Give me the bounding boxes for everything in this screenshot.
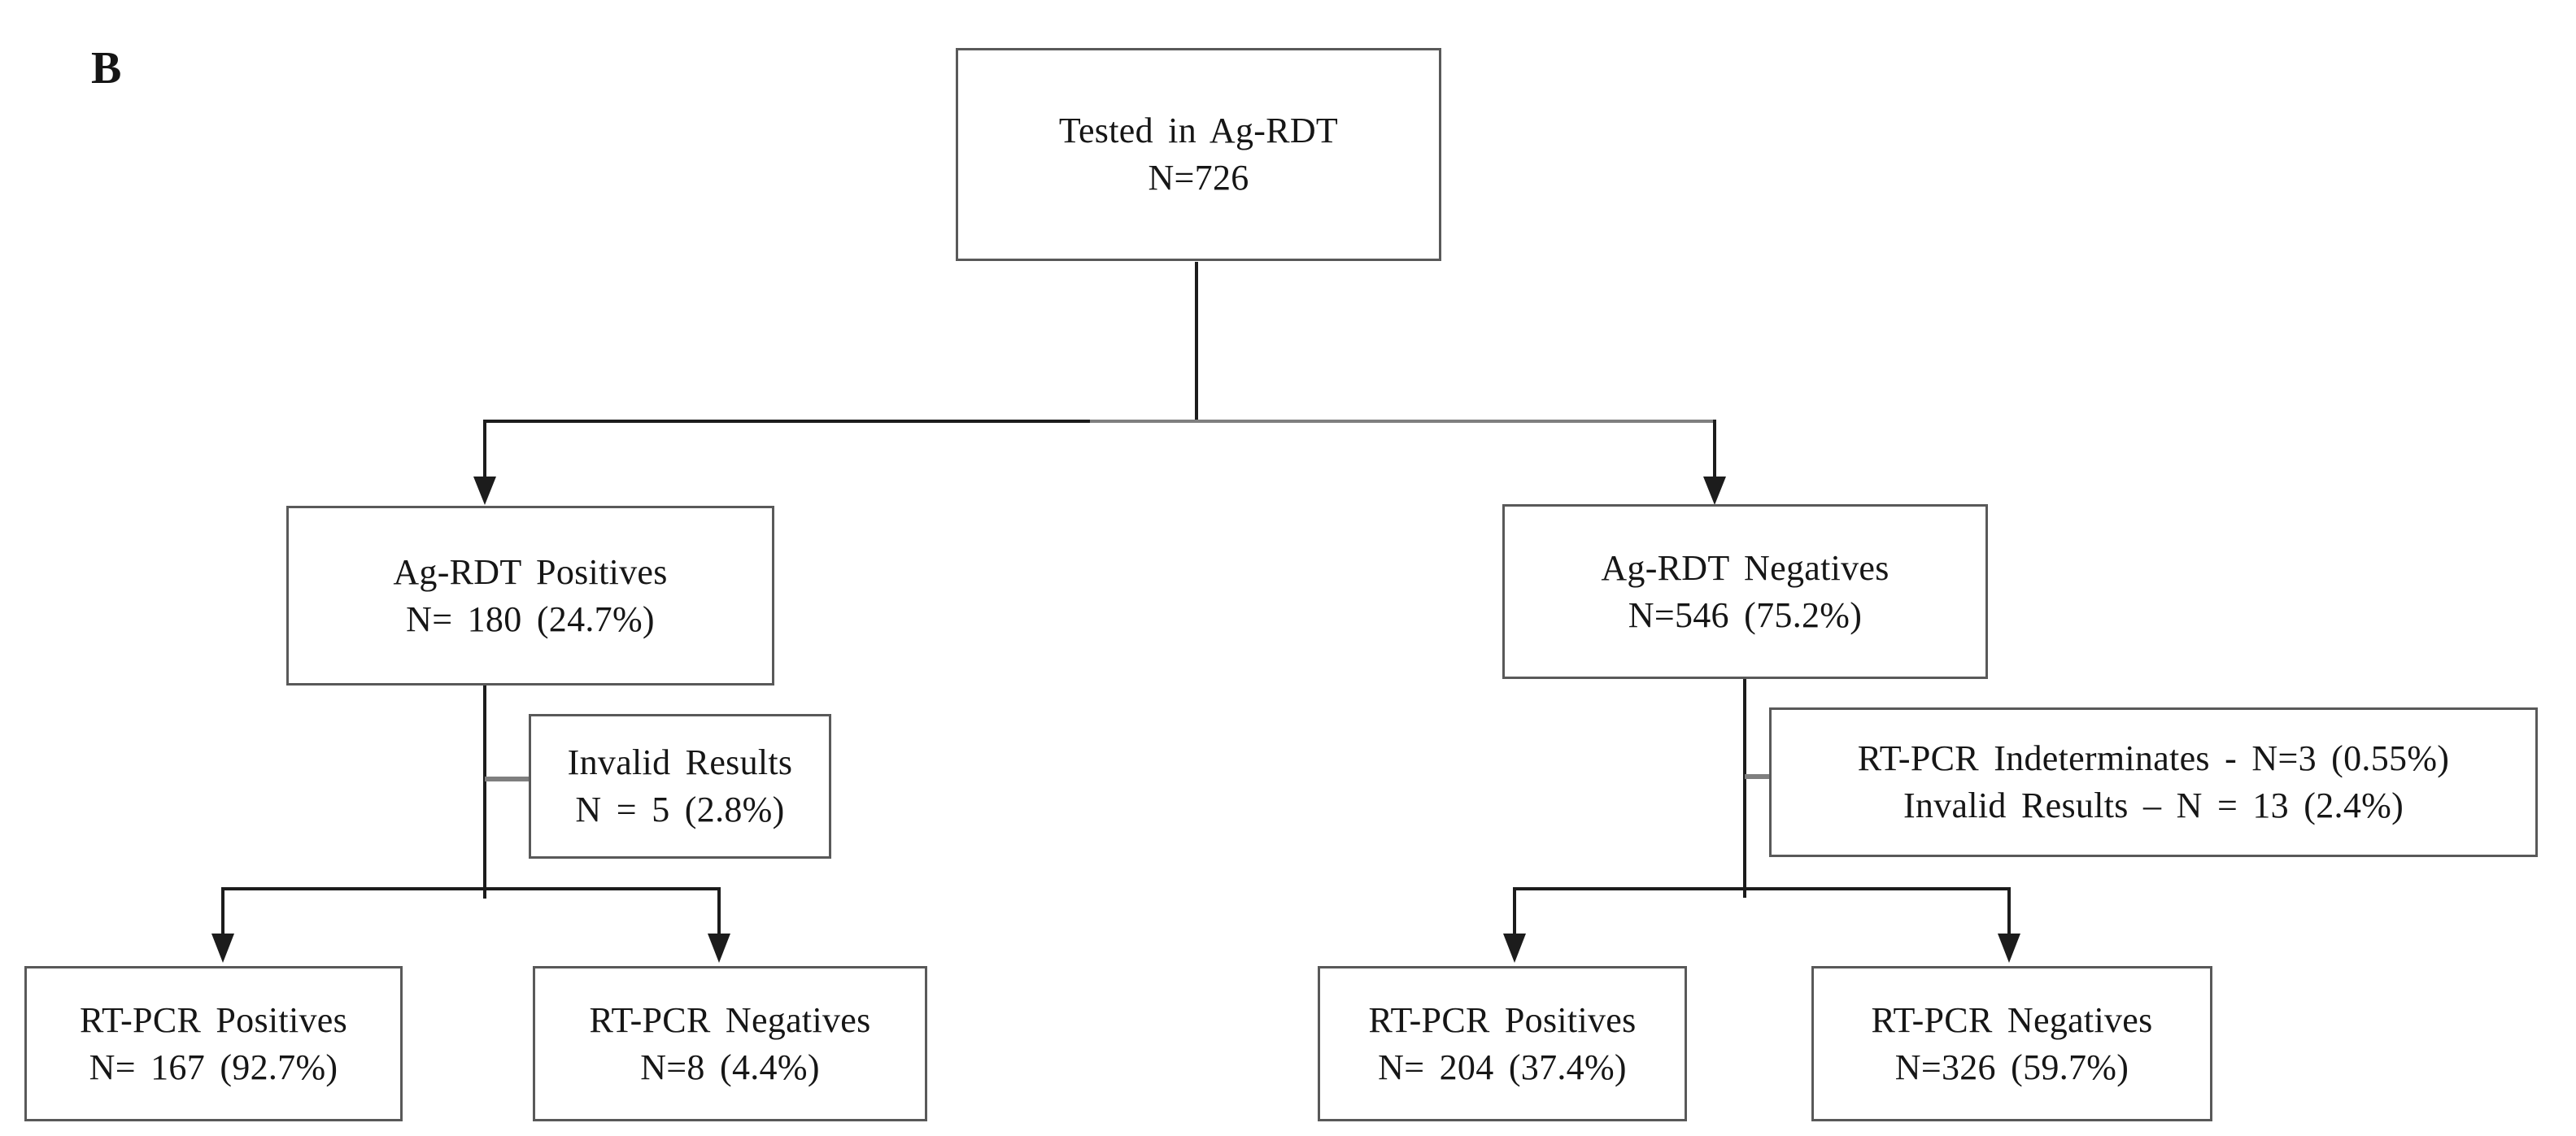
node-count: N = 5 (2.8%) bbox=[575, 790, 785, 829]
arrowhead-neg-rtpcr-positives bbox=[1503, 934, 1526, 963]
arrowhead-agrdt-positives bbox=[473, 477, 496, 505]
node-count: N=546 (75.2%) bbox=[1628, 594, 1863, 635]
node-label: Tested in Ag-RDT bbox=[1058, 111, 1339, 150]
node-tested-in-agrdt: Tested in Ag-RDT N=726 bbox=[956, 48, 1441, 261]
arrowhead-pos-rtpcr-positives bbox=[211, 934, 234, 963]
node-label: RT-PCR Negatives bbox=[1871, 999, 2153, 1040]
node-label: RT-PCR Positives bbox=[1368, 999, 1637, 1040]
panel-label: B bbox=[91, 43, 123, 94]
node-pos-rtpcr-positives: RT-PCR Positives N= 167 (92.7%) bbox=[24, 966, 403, 1121]
node-label: Ag-RDT Negatives bbox=[1601, 547, 1890, 588]
node-label: Ag-RDT Positives bbox=[393, 551, 668, 592]
node-count: N= 167 (92.7%) bbox=[89, 1047, 338, 1087]
node-agrdt-positives: Ag-RDT Positives N= 180 (24.7%) bbox=[286, 506, 774, 686]
node-neg-rtpcr-negatives: RT-PCR Negatives N=326 (59.7%) bbox=[1811, 966, 2212, 1121]
node-invalid-results-left: Invalid Results N = 5 (2.8%) bbox=[529, 714, 831, 859]
node-label: RT-PCR Indeterminates - N=3 (0.55%) bbox=[1857, 738, 2450, 778]
node-label: Invalid Results bbox=[567, 742, 793, 782]
node-neg-rtpcr-positives: RT-PCR Positives N= 204 (37.4%) bbox=[1318, 966, 1687, 1121]
node-count: Invalid Results – N = 13 (2.4%) bbox=[1903, 786, 2404, 825]
node-label: RT-PCR Positives bbox=[79, 999, 348, 1040]
node-indeterminates-invalid-right: RT-PCR Indeterminates - N=3 (0.55%) Inva… bbox=[1769, 707, 2538, 857]
node-label: RT-PCR Negatives bbox=[589, 999, 871, 1040]
node-count: N=726 bbox=[1148, 158, 1249, 198]
arrowhead-agrdt-negatives bbox=[1703, 477, 1726, 505]
node-agrdt-negatives: Ag-RDT Negatives N=546 (75.2%) bbox=[1502, 504, 1988, 679]
arrowhead-neg-rtpcr-negatives bbox=[1998, 934, 2020, 963]
node-count: N=8 (4.4%) bbox=[640, 1047, 820, 1087]
node-pos-rtpcr-negatives: RT-PCR Negatives N=8 (4.4%) bbox=[533, 966, 927, 1121]
arrowhead-pos-rtpcr-negatives bbox=[708, 934, 730, 963]
node-count: N= 180 (24.7%) bbox=[406, 598, 655, 639]
node-count: N=326 (59.7%) bbox=[1894, 1047, 2129, 1087]
node-count: N= 204 (37.4%) bbox=[1378, 1047, 1627, 1087]
